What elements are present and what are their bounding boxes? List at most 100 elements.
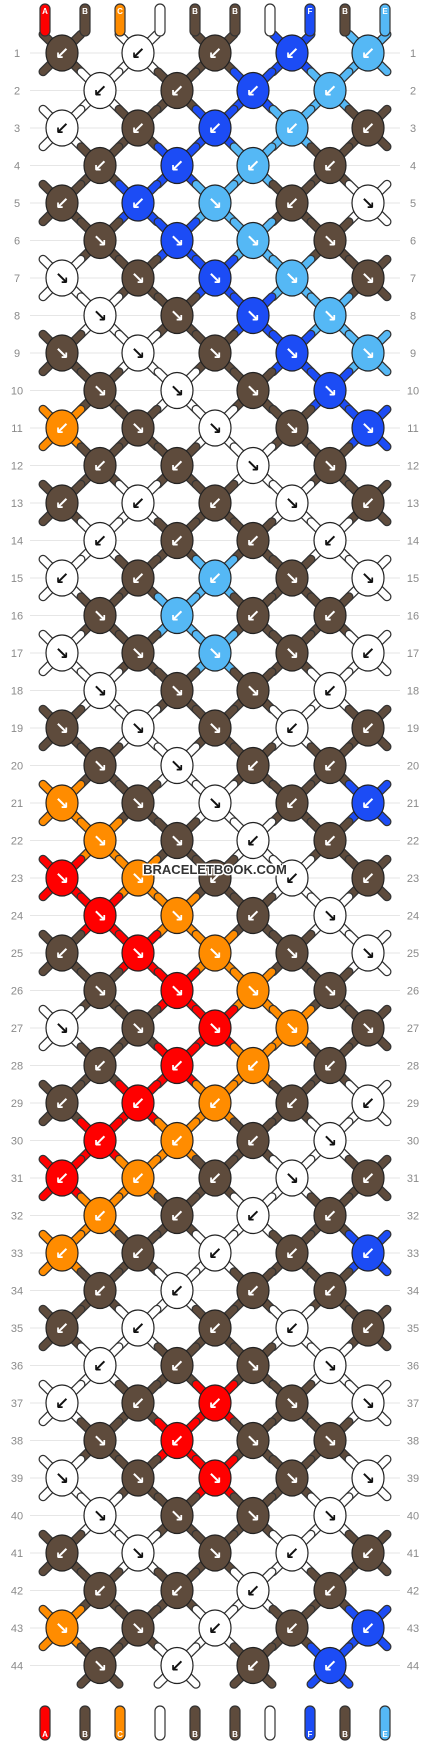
knot-arrow-icon: ↙ <box>93 82 107 102</box>
knot-arrow-icon: ↘ <box>323 457 337 477</box>
top-strand-letter: C <box>117 7 123 16</box>
knot <box>236 971 270 1010</box>
knot-arrow-icon: ↘ <box>170 382 184 402</box>
knot-arrow-icon: ↙ <box>361 869 375 889</box>
knot-arrow-icon: ↘ <box>131 794 145 814</box>
knot <box>236 296 270 335</box>
knot-arrow-icon: ↘ <box>131 644 145 664</box>
knot <box>351 1159 385 1197</box>
knot <box>45 859 79 897</box>
knot <box>236 1646 270 1685</box>
knot-arrow-icon: ↙ <box>131 194 145 214</box>
knot-arrow-icon: ↘ <box>208 644 222 664</box>
knot <box>45 1534 79 1572</box>
top-strand <box>304 3 316 37</box>
knot-arrow-icon: ↙ <box>285 1544 299 1564</box>
knot-arrow-icon: ↘ <box>323 1357 337 1377</box>
row-number-left: 25 <box>11 948 23 960</box>
knot <box>83 1421 117 1460</box>
row-number-left: 11 <box>11 423 22 435</box>
knot <box>160 746 194 785</box>
knot <box>45 1084 79 1122</box>
knot <box>313 221 347 260</box>
knot <box>198 484 232 522</box>
knot <box>121 1084 155 1122</box>
knot <box>198 1084 232 1122</box>
knot-arrow-icon: ↙ <box>285 1619 299 1639</box>
knot-arrow-icon: ↙ <box>170 1282 184 1302</box>
knot <box>275 1159 309 1197</box>
knot-arrow-icon: ↘ <box>93 757 107 777</box>
knot <box>313 746 347 785</box>
top-strand <box>114 3 126 37</box>
row-number-left: 5 <box>14 198 20 210</box>
row-number-right: 15 <box>407 573 419 585</box>
row-number-right: 5 <box>410 198 416 210</box>
row-number-left: 12 <box>11 461 23 473</box>
row-number-right: 33 <box>407 1248 419 1260</box>
knot <box>275 559 309 597</box>
row-number-right: 26 <box>407 986 419 998</box>
knot <box>121 109 155 147</box>
row-number-right: 37 <box>407 1398 419 1410</box>
knot-arrow-icon: ↙ <box>208 1619 222 1639</box>
knot <box>160 371 194 410</box>
row-number-right: 7 <box>410 273 416 285</box>
knot <box>351 634 385 672</box>
row-number-right: 9 <box>410 348 416 360</box>
knot-arrow-icon: ↘ <box>246 682 260 702</box>
row-number-right: 34 <box>407 1286 419 1298</box>
knot <box>351 259 385 297</box>
row-number-left: 31 <box>11 1173 23 1185</box>
knot-arrow-icon: ↘ <box>323 982 337 1002</box>
top-strand-letter: E <box>382 7 388 16</box>
knot <box>198 109 232 147</box>
knot <box>351 34 385 72</box>
row-number-left: 4 <box>14 161 20 173</box>
knot <box>83 1046 117 1085</box>
watermark-text: BRACELETBOOK.COM <box>143 862 287 877</box>
knot <box>83 1121 117 1160</box>
row-number-left: 2 <box>14 86 20 98</box>
knot <box>313 521 347 560</box>
row-number-right: 39 <box>407 1473 419 1485</box>
knot <box>83 896 117 935</box>
row-number-left: 38 <box>11 1436 23 1448</box>
knot-arrow-icon: ↙ <box>246 1057 260 1077</box>
bottom-strand <box>39 1705 51 1741</box>
knot-arrow-icon: ↘ <box>361 569 375 589</box>
row-number-right: 12 <box>407 461 419 473</box>
knot <box>198 184 232 222</box>
knot <box>45 1384 79 1422</box>
knot <box>275 1309 309 1347</box>
knot-arrow-icon: ↙ <box>131 1094 145 1114</box>
knot <box>121 259 155 297</box>
bottom-strand <box>304 1705 316 1741</box>
knot <box>313 371 347 410</box>
knot <box>313 671 347 710</box>
knot <box>198 709 232 747</box>
knot-arrow-icon: ↘ <box>131 419 145 439</box>
bottom-strand <box>264 1705 276 1741</box>
knot-arrow-icon: ↘ <box>93 1432 107 1452</box>
knot <box>160 896 194 935</box>
knot-arrow-icon: ↘ <box>131 1619 145 1639</box>
knot <box>351 1309 385 1347</box>
top-strand <box>264 3 276 37</box>
knot <box>45 334 79 372</box>
knot <box>45 559 79 597</box>
knot <box>236 896 270 935</box>
knot <box>351 1234 385 1272</box>
knot-arrow-icon: ↙ <box>285 869 299 889</box>
knot <box>121 559 155 597</box>
top-strand <box>189 3 201 37</box>
knot-arrow-icon: ↙ <box>208 1244 222 1264</box>
knot <box>160 296 194 335</box>
knot <box>236 1496 270 1535</box>
knot-arrow-icon: ↘ <box>208 194 222 214</box>
knot-arrow-icon: ↙ <box>361 1544 375 1564</box>
row-number-left: 23 <box>11 873 23 885</box>
knot-arrow-icon: ↙ <box>246 757 260 777</box>
knot <box>83 1346 117 1385</box>
knot-arrow-icon: ↘ <box>323 1507 337 1527</box>
